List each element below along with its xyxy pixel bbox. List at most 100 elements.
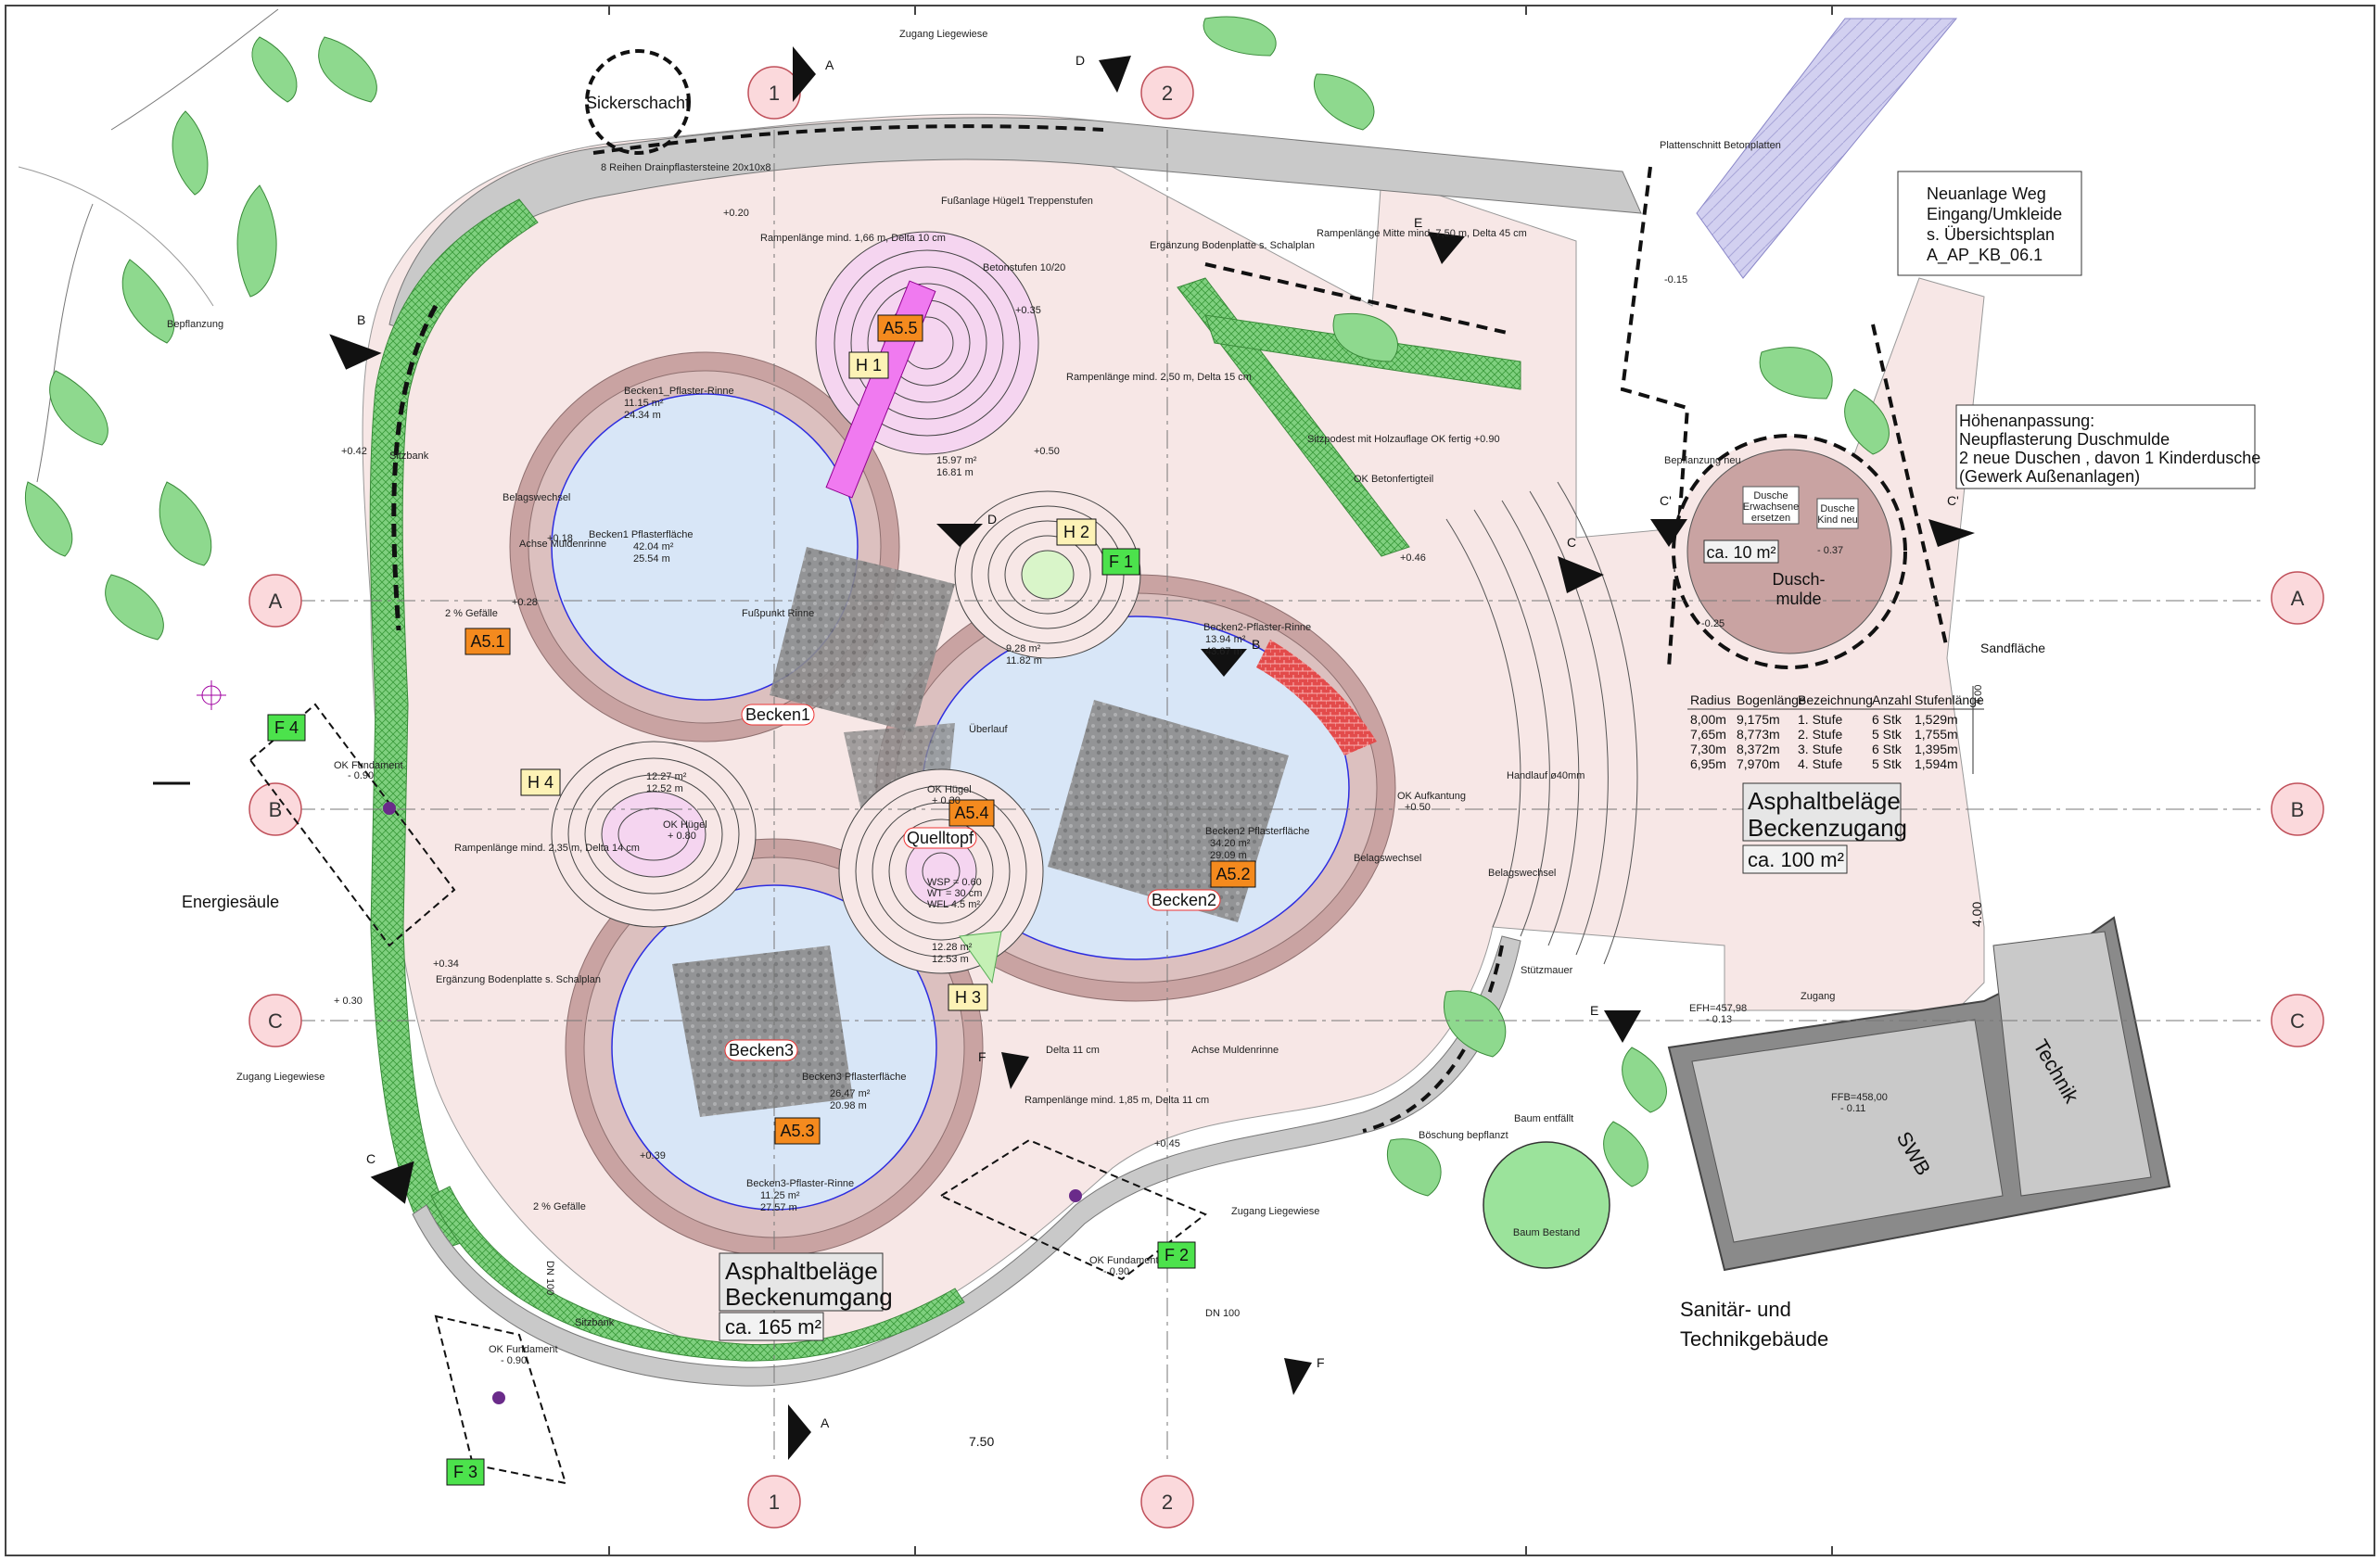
svg-text:Beckenzugang: Beckenzugang <box>1748 814 1907 842</box>
svg-text:Beckenumgang: Beckenumgang <box>725 1283 893 1311</box>
svg-text:D: D <box>1075 53 1085 68</box>
level-045: +0.45 <box>1154 1138 1180 1149</box>
efh-rel-label: - 0.13 <box>1706 1014 1732 1025</box>
delta-label: Delta 11 cm <box>1046 1045 1100 1056</box>
svg-text:7,30m: 7,30m <box>1690 742 1726 756</box>
svg-text:F 4: F 4 <box>274 718 299 737</box>
svg-text:A: A <box>821 1415 830 1430</box>
plan-frame <box>5 5 2375 1556</box>
svg-text:F: F <box>1317 1355 1325 1370</box>
section-marker-c-left: C <box>366 1151 414 1204</box>
dusche-kind-1: Dusche <box>1820 503 1854 514</box>
svg-text:1: 1 <box>769 1491 780 1514</box>
svg-text:Radius: Radius <box>1690 692 1731 707</box>
becken2-rinne-v2: 43.67 m <box>1205 646 1242 657</box>
becken1-flaeche-v1: 42.04 m² <box>633 541 674 552</box>
wt-label: WT = 30 cm <box>927 888 982 899</box>
svg-text:D: D <box>987 512 997 527</box>
dashed-boundary <box>1620 166 1690 668</box>
svg-text:8,00m: 8,00m <box>1690 712 1726 727</box>
becken3-flaeche: Becken3 Pflasterfläche <box>802 1072 907 1083</box>
path-neuanlage <box>1696 18 1958 279</box>
rampe4: Rampenlänge mind. 2,35 m, Delta 14 cm <box>454 843 640 854</box>
pflaster-becken3 <box>672 945 853 1117</box>
gefaelle-2: 2 % Gefälle <box>533 1201 586 1212</box>
tag-h3: H 3 <box>948 984 988 1011</box>
axis-row-a-right: A <box>2271 571 2324 625</box>
svg-text:4. Stufe: 4. Stufe <box>1798 756 1842 771</box>
svg-text:6 Stk: 6 Stk <box>1872 712 1903 727</box>
svg-text:C': C' <box>1947 493 1959 508</box>
becken3-rinne-v1: 11.25 m² <box>760 1190 800 1201</box>
svg-text:Becken3: Becken3 <box>729 1041 794 1060</box>
section-marker-a-top: A <box>793 46 834 102</box>
svg-text:1,395m: 1,395m <box>1915 742 1958 756</box>
stair-table: Radius Bogenlänge Bezeichnung Anzahl Stu… <box>1687 685 1984 774</box>
svg-text:C: C <box>268 1009 283 1033</box>
axis-col-2-top: 2 <box>1140 66 1194 120</box>
becken3-label: Becken3 <box>724 1039 798 1061</box>
achse-mulden-1: Achse Muldenrinne <box>519 539 606 550</box>
svg-text:B: B <box>357 312 365 327</box>
svg-text:C': C' <box>1660 493 1672 508</box>
section-marker-d: D <box>1075 53 1131 93</box>
technik-room <box>1992 931 2152 1197</box>
level-034: +0.34 <box>433 958 459 970</box>
dn100-2: DN 100 <box>544 1261 555 1295</box>
becken2-red-pflaster <box>1256 640 1377 755</box>
becken2-flaeche: Becken2 Pflasterfläche <box>1205 826 1310 837</box>
efh-label: EFH=457,98 <box>1689 1003 1747 1014</box>
svg-text:6 Stk: 6 Stk <box>1872 742 1903 756</box>
dusche-erw-1: Dusche <box>1753 490 1788 501</box>
gefaelle-1: 2 % Gefälle <box>445 608 498 619</box>
dim-400: 4.00 <box>1969 902 1984 927</box>
sitzbank-left: Sitzbank <box>389 451 429 462</box>
tag-f1: F 1 <box>1101 548 1140 576</box>
sitzpodest-label: Sitzpodest mit Holzauflage OK fertig +0.… <box>1307 434 1500 445</box>
svg-text:Stufenlänge: Stufenlänge <box>1915 692 1984 707</box>
level-028: +0.28 <box>512 597 538 608</box>
ffb-label: FFB=458,00 <box>1831 1092 1888 1103</box>
dn100-1: DN 100 <box>1205 1308 1240 1319</box>
svg-text:6,95m: 6,95m <box>1690 756 1726 771</box>
svg-text:A5.1: A5.1 <box>470 632 504 651</box>
zugang-label: Zugang <box>1801 991 1835 1002</box>
h4-v1: 12.27 m² <box>646 771 687 782</box>
becken1-water <box>551 393 859 701</box>
bepflanzung-neu: Bepflanzung neu <box>1664 455 1741 466</box>
h4-v2: 12.52 m <box>646 783 683 794</box>
tag-h1: H 1 <box>848 351 889 379</box>
svg-text:H 4: H 4 <box>528 773 554 792</box>
svg-text:Asphaltbeläge: Asphaltbeläge <box>725 1257 878 1285</box>
svg-text:H 3: H 3 <box>955 988 981 1007</box>
terrain-line <box>18 166 214 307</box>
sanitaer-label-2: Technikgebäude <box>1680 1327 1828 1351</box>
dusche-kind-2: Kind neu <box>1817 514 1857 526</box>
tag-f2: F 2 <box>1157 1241 1196 1269</box>
svg-text:A: A <box>825 57 834 72</box>
schacht-label: Fußanlage Hügel1 Treppenstufen <box>941 196 1093 207</box>
svg-text:7,65m: 7,65m <box>1690 727 1726 742</box>
ok-aufkantung-v: +0.50 <box>1405 802 1431 813</box>
svg-text:Anzahl: Anzahl <box>1872 692 1912 707</box>
becken2-label: Becken2 <box>1147 889 1221 911</box>
axis-row-c-right: C <box>2271 994 2324 1047</box>
ueberlauf-label: Überlauf <box>969 724 1009 735</box>
betonstufen-label: Betonstufen 10/20 <box>983 262 1065 273</box>
note-asphalt-umgang: Asphaltbeläge Beckenumgang ca. 165 m² <box>719 1252 893 1341</box>
svg-text:2: 2 <box>1162 82 1173 105</box>
tag-a5-2: A5.2 <box>1210 860 1256 888</box>
ok-fundament-f2-v: - 0.90 <box>1103 1266 1129 1277</box>
level-042: +0.42 <box>341 446 367 457</box>
dashed-boundary <box>1204 262 1512 336</box>
planted-strip-right <box>1177 277 1410 557</box>
h1-v1: 15.97 m² <box>936 455 977 466</box>
svg-text:A5.2: A5.2 <box>1215 865 1250 883</box>
sickerschacht-label: Sickerschacht <box>586 94 690 112</box>
axis-col-2-bottom: 2 <box>1140 1475 1194 1529</box>
green-wedge <box>959 931 1002 984</box>
section-marker-e: E <box>1414 215 1465 264</box>
svg-text:A: A <box>269 590 283 613</box>
svg-text:Bogenlänge: Bogenlänge <box>1737 692 1806 707</box>
dashed-boundary <box>391 304 439 631</box>
